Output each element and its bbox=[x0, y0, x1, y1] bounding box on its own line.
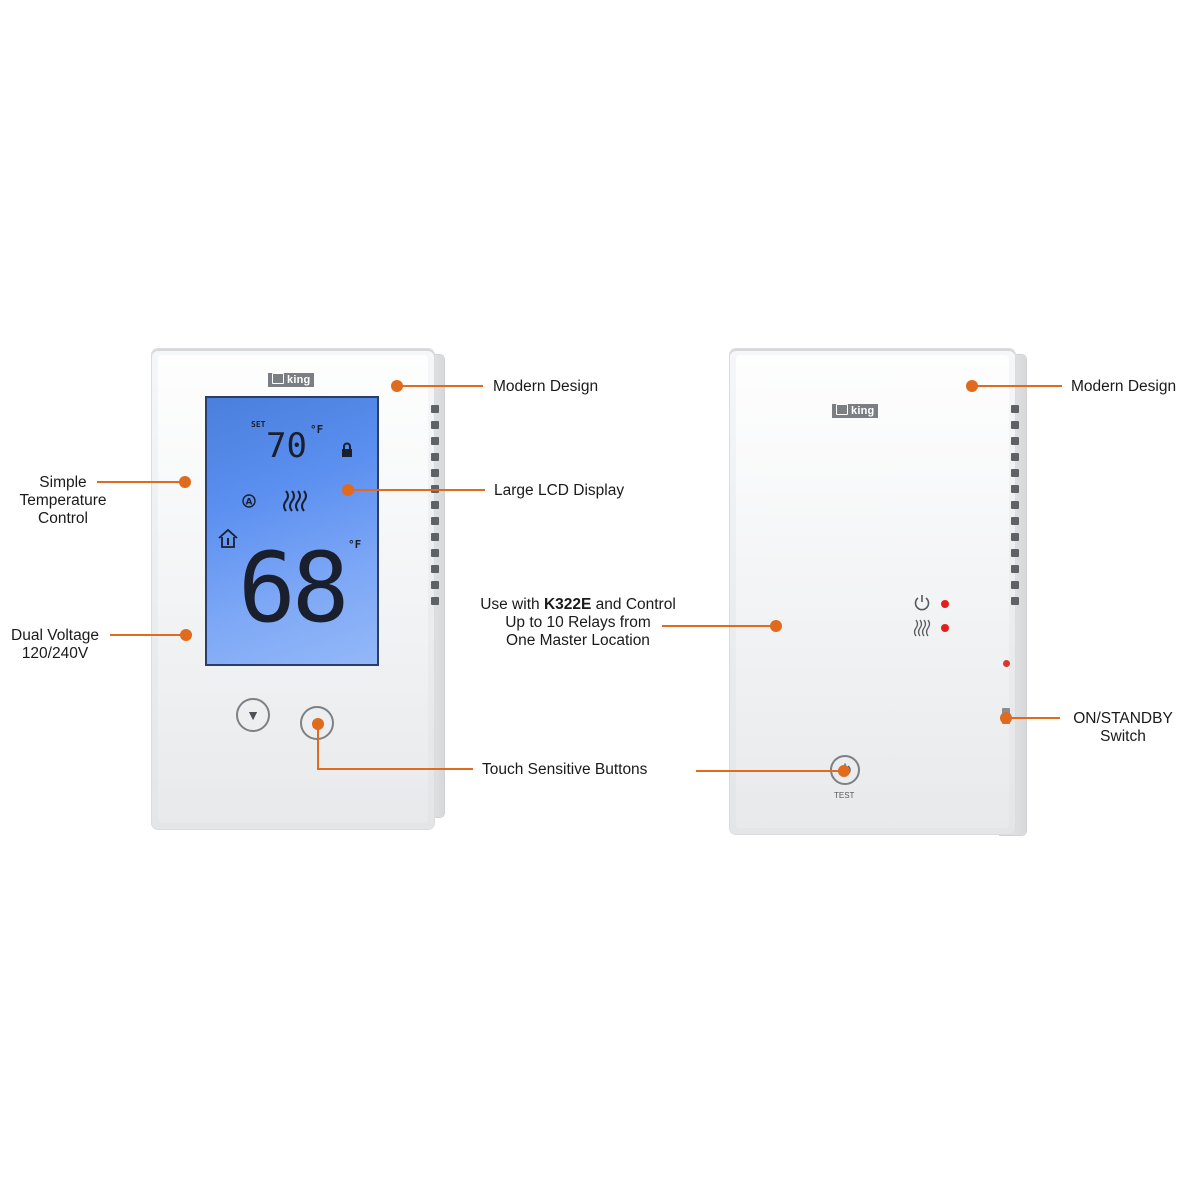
callout-simple-temperature-control: Simple Temperature Control bbox=[19, 474, 107, 527]
vent-slot bbox=[1011, 501, 1019, 509]
model-number: K322E bbox=[543, 596, 592, 613]
callout-line-modern-design-left bbox=[397, 385, 483, 387]
callout-modern-design-right: Modern Design bbox=[1071, 378, 1177, 395]
test-label: TEST bbox=[834, 791, 855, 800]
callout-line-touch-buttons bbox=[317, 768, 473, 770]
vent-slot bbox=[431, 501, 439, 509]
vent-slot bbox=[431, 581, 439, 589]
lock-icon bbox=[342, 442, 352, 457]
vent-slot bbox=[1011, 453, 1019, 461]
callout-line-use-with-k322e bbox=[662, 625, 774, 627]
current-temperature: 68 bbox=[238, 532, 350, 644]
home-temperature-icon bbox=[218, 528, 238, 548]
callout-vline-touch-buttons bbox=[317, 724, 319, 769]
vent-slot bbox=[431, 597, 439, 605]
vent-slot bbox=[431, 437, 439, 445]
set-temperature: 70 bbox=[266, 426, 307, 466]
callout-dot-modern-design-right bbox=[966, 380, 978, 392]
vent-slot bbox=[1011, 597, 1019, 605]
vent-slot bbox=[431, 565, 439, 573]
callout-large-lcd: Large LCD Display bbox=[494, 482, 625, 499]
callout-modern-design-left: Modern Design bbox=[493, 378, 599, 395]
auto-mode-icon: A bbox=[242, 494, 256, 508]
callout-dot-dual-voltage bbox=[180, 629, 192, 641]
relay-brand-logo: king bbox=[832, 404, 879, 418]
crown-icon bbox=[272, 373, 284, 384]
callout-line-on-standby bbox=[1006, 717, 1060, 719]
callout-dual-voltage: Dual Voltage 120/240V bbox=[11, 627, 99, 662]
callout-dot-use-with-k322e bbox=[770, 620, 782, 632]
vent-slot bbox=[1011, 421, 1019, 429]
relay-side-indicator bbox=[1003, 660, 1010, 667]
callout-dot-on-standby bbox=[1000, 712, 1012, 724]
callout-line-large-lcd bbox=[348, 489, 485, 491]
vent-slot bbox=[431, 517, 439, 525]
relay-body bbox=[730, 349, 1015, 834]
heat-waves-icon bbox=[913, 619, 931, 637]
callout-line-simple-temperature-control bbox=[97, 481, 185, 483]
callout-dot-test-button bbox=[838, 765, 850, 777]
set-temperature-unit: °F bbox=[310, 423, 324, 436]
thermostat-brand-logo: king bbox=[268, 373, 315, 387]
vent-slot bbox=[1011, 533, 1019, 541]
callout-on-standby-switch: ON/STANDBY Switch bbox=[1073, 710, 1173, 745]
callout-use-with-k322e: Use with K322E and Control Up to 10 Rela… bbox=[480, 596, 676, 649]
vent-slot bbox=[1011, 469, 1019, 477]
vent-slot bbox=[1011, 565, 1019, 573]
vent-slot bbox=[1011, 517, 1019, 525]
crown-icon bbox=[836, 404, 848, 415]
callout-line-modern-design-right bbox=[972, 385, 1062, 387]
thermostat-lcd-display bbox=[205, 396, 379, 666]
power-icon bbox=[914, 595, 930, 611]
vent-slot bbox=[431, 469, 439, 477]
callout-dot-large-lcd bbox=[342, 484, 354, 496]
callout-dot-simple-temperature-control bbox=[179, 476, 191, 488]
current-temperature-unit: °F bbox=[348, 538, 362, 551]
vent-slot bbox=[1011, 405, 1019, 413]
callout-line-dual-voltage bbox=[110, 634, 186, 636]
callout-line-touch-buttons-right bbox=[696, 770, 844, 772]
callout-dot-touch-buttons bbox=[312, 718, 324, 730]
power-led bbox=[941, 600, 949, 608]
vent-slot bbox=[431, 453, 439, 461]
vent-slot bbox=[431, 533, 439, 541]
vent-slot bbox=[1011, 581, 1019, 589]
vent-slot bbox=[1011, 437, 1019, 445]
set-label: SET bbox=[251, 420, 266, 429]
heat-led bbox=[941, 624, 949, 632]
vent-slot bbox=[431, 549, 439, 557]
callout-touch-buttons: Touch Sensitive Buttons bbox=[482, 761, 648, 778]
vent-slot bbox=[431, 421, 439, 429]
temperature-down-button[interactable]: ▼ bbox=[236, 698, 270, 732]
vent-slot bbox=[431, 405, 439, 413]
heat-waves-icon bbox=[283, 490, 307, 512]
svg-text:A: A bbox=[246, 498, 253, 508]
callout-dot-modern-design-left bbox=[391, 380, 403, 392]
triangle-down-icon: ▼ bbox=[246, 707, 260, 723]
vent-slot bbox=[1011, 485, 1019, 493]
vent-slot bbox=[1011, 549, 1019, 557]
